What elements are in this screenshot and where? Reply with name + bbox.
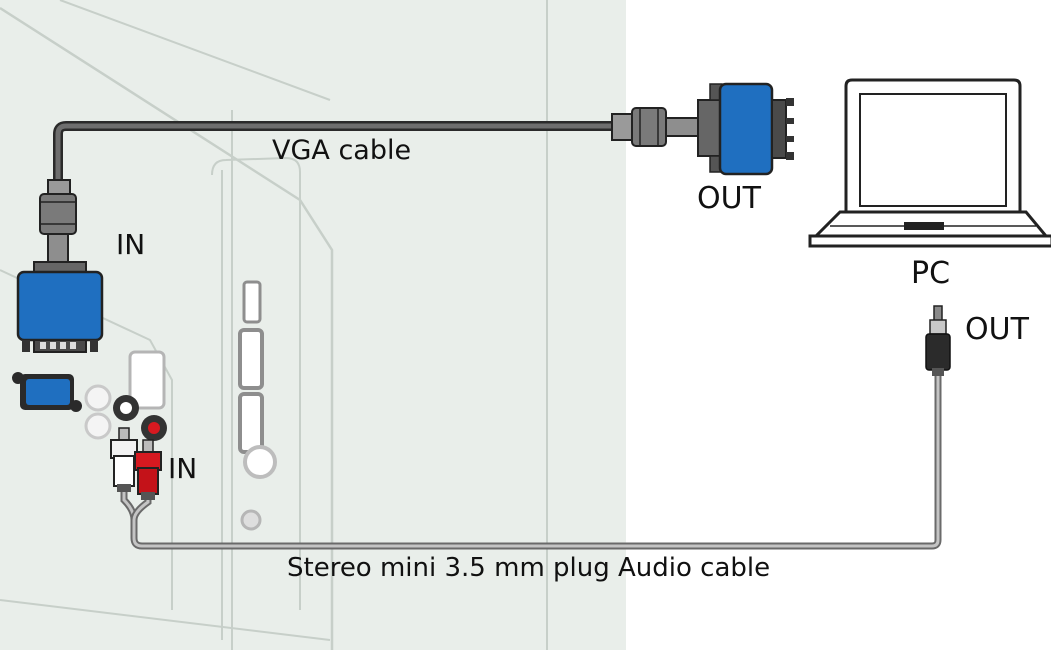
tv-vga-input-port xyxy=(12,372,82,412)
tv-audio-jacks xyxy=(84,384,167,441)
tv-panel-background xyxy=(0,0,626,650)
headphone-port xyxy=(240,509,262,531)
audio-in-label: IN xyxy=(168,452,198,485)
hdmi-port-tv xyxy=(128,350,166,410)
vga-port-face xyxy=(26,379,70,405)
vga-in-label: IN xyxy=(116,228,146,261)
hdmi-port-1 xyxy=(238,328,264,390)
white-audio-jack-unused xyxy=(84,384,112,412)
mini-jack-plug xyxy=(925,305,951,376)
hdmi-port-2 xyxy=(238,392,264,454)
audio-out-label: OUT xyxy=(965,312,1029,347)
vga-cable-label: VGA cable xyxy=(272,135,412,166)
laptop-pc-icon xyxy=(808,78,1051,248)
rca-plug-red xyxy=(134,439,162,500)
rca-plug-white xyxy=(110,427,138,492)
vga-plug-pc xyxy=(611,82,794,176)
pc-label: PC xyxy=(911,256,951,291)
vga-cable xyxy=(16,82,794,353)
white-audio-jack-unused-2 xyxy=(84,412,112,440)
vga-out-label: OUT xyxy=(697,181,761,216)
side-ports xyxy=(128,280,277,531)
antenna-port xyxy=(243,445,277,479)
vga-plug-tv xyxy=(16,179,104,353)
usb-port xyxy=(242,280,262,324)
audio-cable-label: Stereo mini 3.5 mm plug Audio cable xyxy=(287,553,771,583)
audio-cable xyxy=(110,305,951,550)
tv-rear-panel xyxy=(0,0,626,650)
